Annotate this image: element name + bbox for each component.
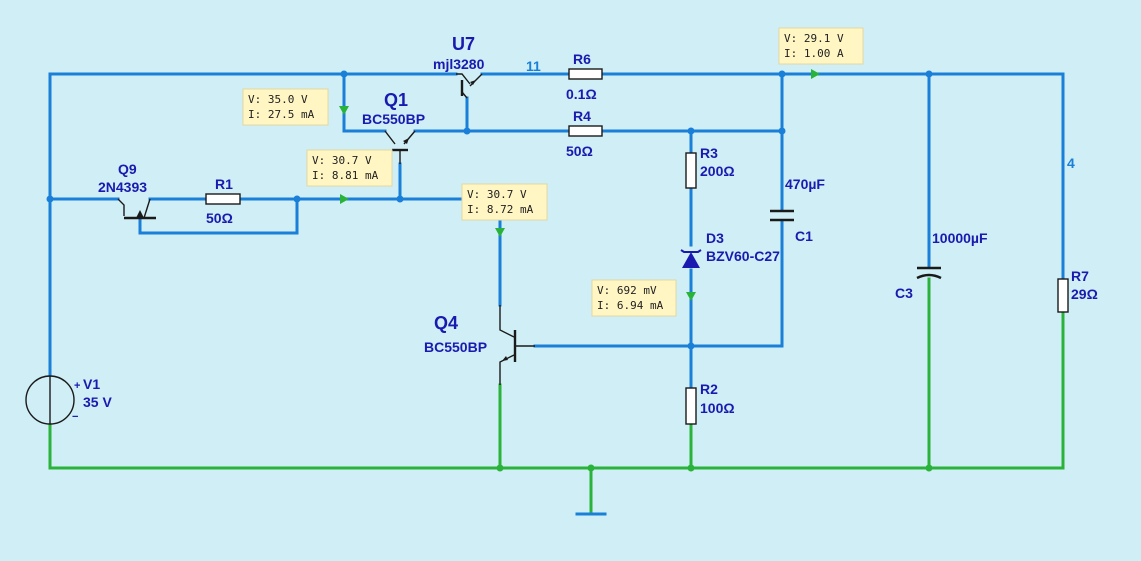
current-arrows <box>339 69 820 301</box>
voltage-source-v1[interactable]: + − V1 35 V <box>25 375 112 425</box>
v1-minus: − <box>72 411 78 423</box>
r3-ref: R3 <box>700 145 718 161</box>
d3-value: BZV60-C27 <box>706 248 780 264</box>
wires <box>48 72 1065 390</box>
arrow-q4-collector <box>495 228 505 237</box>
r4-ref: R4 <box>573 108 591 124</box>
q1-ref: Q1 <box>384 90 408 110</box>
resistor-r3[interactable]: R3 200Ω <box>685 145 735 189</box>
q4-value: BC550BP <box>424 339 487 355</box>
q9-ref: Q9 <box>118 161 137 177</box>
c3-ref: C3 <box>895 285 913 301</box>
r6-ref: R6 <box>573 51 591 67</box>
q4-ref: Q4 <box>434 313 458 333</box>
resistor-r4[interactable]: R4 50Ω <box>566 108 603 159</box>
transistor-q1[interactable]: Q1 BC550BP <box>362 90 425 164</box>
arrow-r1 <box>340 194 349 204</box>
probe-2-current: I: 8.81 mA <box>312 169 379 182</box>
probe-1-voltage: V: 35.0 V <box>248 93 308 106</box>
probe-1[interactable]: V: 35.0 V I: 27.5 mA <box>242 88 329 126</box>
r4-value: 50Ω <box>566 143 593 159</box>
transistor-q9[interactable]: Q9 2N4393 <box>98 161 156 220</box>
resistor-r1[interactable]: R1 50Ω <box>205 176 241 226</box>
junctions <box>46 70 933 472</box>
resistor-r2[interactable]: R2 100Ω <box>685 381 735 425</box>
probe-2[interactable]: V: 30.7 V I: 8.81 mA <box>306 149 393 187</box>
transistor-u7[interactable]: U7 mjl3280 <box>433 34 485 99</box>
probe-3[interactable]: V: 30.7 V I: 8.72 mA <box>461 183 548 221</box>
probe-2-voltage: V: 30.7 V <box>312 154 372 167</box>
c1-value: 470µF <box>785 176 825 192</box>
net-label-4: 4 <box>1067 155 1075 171</box>
probe-3-voltage: V: 30.7 V <box>467 188 527 201</box>
probe-4-current: I: 6.94 mA <box>597 299 664 312</box>
c3-value: 10000µF <box>932 230 988 246</box>
u7-ref: U7 <box>452 34 475 54</box>
r1-ref: R1 <box>215 176 233 192</box>
transistor-q4[interactable]: Q4 BC550BP <box>424 305 535 385</box>
probe-5[interactable]: V: 29.1 V I: 1.00 A <box>778 27 864 65</box>
r2-ref: R2 <box>700 381 718 397</box>
d3-ref: D3 <box>706 230 724 246</box>
r7-ref: R7 <box>1071 268 1089 284</box>
net-label-11: 11 <box>526 58 541 74</box>
c1-ref: C1 <box>795 228 813 244</box>
capacitor-c1[interactable]: 470µF C1 <box>770 176 825 244</box>
probe-1-current: I: 27.5 mA <box>248 108 315 121</box>
capacitor-c3[interactable]: 10000µF C3 <box>895 230 988 301</box>
v1-value: 35 V <box>83 394 112 410</box>
v1-plus: + <box>74 380 80 392</box>
probe-5-current: I: 1.00 A <box>784 47 844 60</box>
arrow-d3 <box>686 292 696 301</box>
resistor-r6[interactable]: R6 0.1Ω <box>566 51 603 102</box>
v1-ref: V1 <box>83 376 100 392</box>
probe-3-current: I: 8.72 mA <box>467 203 534 216</box>
r3-value: 200Ω <box>700 163 735 179</box>
probe-5-voltage: V: 29.1 V <box>784 32 844 45</box>
probe-4[interactable]: V: 692 mV I: 6.94 mA <box>591 279 677 317</box>
zener-d3[interactable]: D3 BZV60-C27 <box>680 230 780 268</box>
r7-value: 29Ω <box>1071 286 1098 302</box>
r1-value: 50Ω <box>206 210 233 226</box>
u7-value: mjl3280 <box>433 56 485 72</box>
q9-value: 2N4393 <box>98 179 147 195</box>
r6-value: 0.1Ω <box>566 86 597 102</box>
arrow-q1-collector <box>339 106 349 115</box>
r2-value: 100Ω <box>700 400 735 416</box>
resistor-r7[interactable]: R7 29Ω <box>1057 268 1098 313</box>
arrow-output <box>811 69 820 79</box>
ground-wires <box>48 277 1065 516</box>
q1-value: BC550BP <box>362 111 425 127</box>
probe-4-voltage: V: 692 mV <box>597 284 657 297</box>
